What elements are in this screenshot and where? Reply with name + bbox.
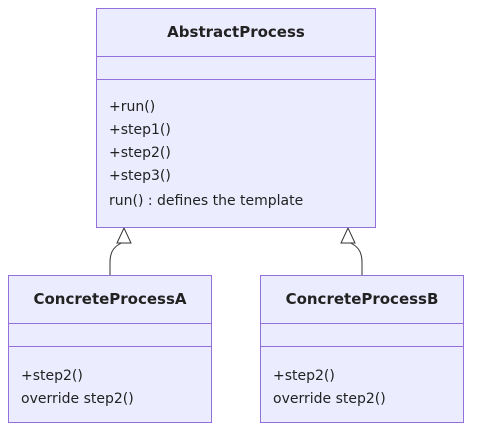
method-step2: +step2() <box>21 368 83 384</box>
method-step3: +step3() <box>109 168 171 184</box>
method-run: +run() <box>109 99 156 115</box>
class-name: ConcreteProcessA <box>33 290 187 308</box>
method-note: run() : defines the template <box>109 193 304 209</box>
method-note: override step2() <box>21 391 134 407</box>
class-divider-attributes <box>9 323 211 324</box>
class-name: AbstractProcess <box>167 23 305 41</box>
inheritance-arrowhead-a <box>116 226 132 244</box>
class-abstract-process: AbstractProcess +run() +step1() +step2()… <box>96 8 376 228</box>
class-concrete-process-a: ConcreteProcessA +step2() override step2… <box>8 275 212 423</box>
class-divider-attributes <box>261 323 463 324</box>
method-note: override step2() <box>273 391 386 407</box>
class-name: ConcreteProcessB <box>285 290 439 308</box>
method-step2: +step2() <box>273 368 335 384</box>
method-step2: +step2() <box>109 145 171 161</box>
class-divider-attributes <box>97 56 375 57</box>
inheritance-line-b <box>348 241 363 275</box>
class-concrete-process-b: ConcreteProcessB +step2() override step2… <box>260 275 464 423</box>
inheritance-line-a <box>109 241 124 275</box>
class-divider-methods <box>9 346 211 347</box>
inheritance-arrowhead-b <box>340 226 356 244</box>
class-divider-methods <box>261 346 463 347</box>
class-divider-methods <box>97 79 375 80</box>
method-step1: +step1() <box>109 122 171 138</box>
